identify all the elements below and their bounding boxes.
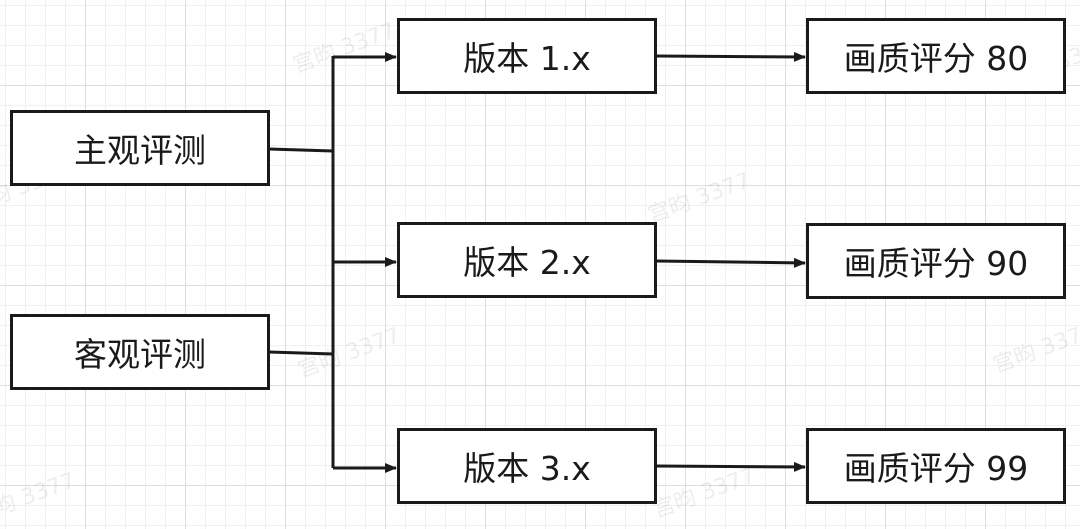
arrow-version-3-to-score-99 (655, 461, 806, 472)
node-score-99: 画质评分 99 (806, 428, 1066, 504)
node-version-3: 版本 3.x (397, 428, 657, 504)
node-version-2: 版本 2.x (397, 222, 657, 298)
node-score-90: 画质评分 90 (806, 223, 1066, 299)
node-version-1: 版本 1.x (397, 18, 657, 94)
connector-objective-to-bus (268, 350, 334, 356)
node-subjective-evaluation: 主观评测 (10, 110, 270, 186)
node-objective-evaluation: 客观评测 (10, 314, 270, 390)
arrow-version-1-to-score-80 (655, 51, 806, 62)
connector-subjective-to-bus (268, 147, 334, 153)
arrow-version-2-to-score-90 (655, 257, 806, 268)
node-score-80: 画质评分 80 (806, 18, 1066, 94)
